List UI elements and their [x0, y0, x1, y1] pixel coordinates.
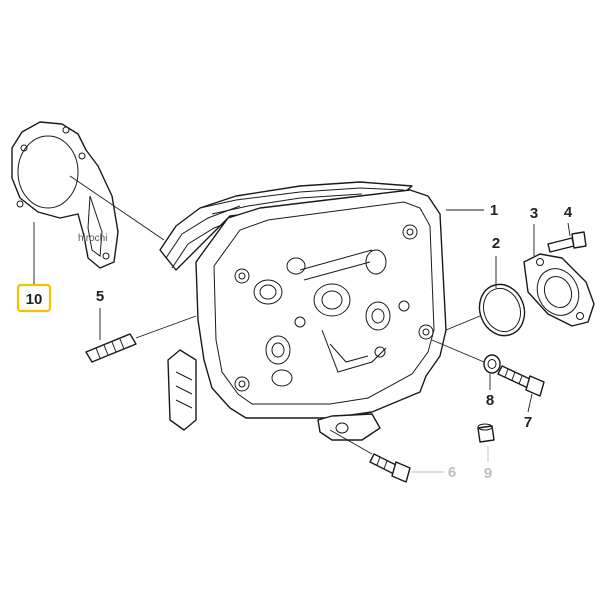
callout-1[interactable]: 1 — [490, 202, 498, 219]
cylinder-head-gasket — [11, 121, 119, 269]
callout-6[interactable]: 6 — [448, 464, 456, 481]
hex-bolt-6 — [369, 453, 411, 483]
callout-2[interactable]: 2 — [492, 235, 500, 252]
leader-5-extension — [135, 315, 197, 339]
assembly-line-bolt6 — [329, 429, 373, 455]
o-ring — [478, 283, 526, 337]
callout-3[interactable]: 3 — [530, 205, 538, 222]
callout-10[interactable]: 10 — [26, 291, 43, 308]
assembly-line-washer — [431, 339, 485, 363]
plug — [477, 423, 495, 443]
hex-bolt-7 — [497, 365, 545, 397]
cylinder-head — [159, 181, 447, 441]
watermark-text: hirochi — [78, 233, 107, 244]
leader-7 — [527, 393, 533, 413]
sealing-washer — [483, 354, 501, 374]
callout-9[interactable]: 9 — [484, 465, 492, 482]
callout-4[interactable]: 4 — [564, 204, 573, 221]
flange-cover — [523, 253, 595, 327]
callout-8[interactable]: 8 — [486, 392, 494, 409]
stud-bolt — [85, 333, 137, 363]
assembly-line-oring — [445, 315, 481, 331]
flange-bolt — [547, 231, 587, 253]
callout-7[interactable]: 7 — [524, 414, 532, 431]
callout-10-highlight — [16, 283, 52, 313]
callout-5[interactable]: 5 — [96, 288, 104, 305]
leader-4 — [567, 222, 571, 237]
assembly-line-gasket — [69, 175, 165, 241]
